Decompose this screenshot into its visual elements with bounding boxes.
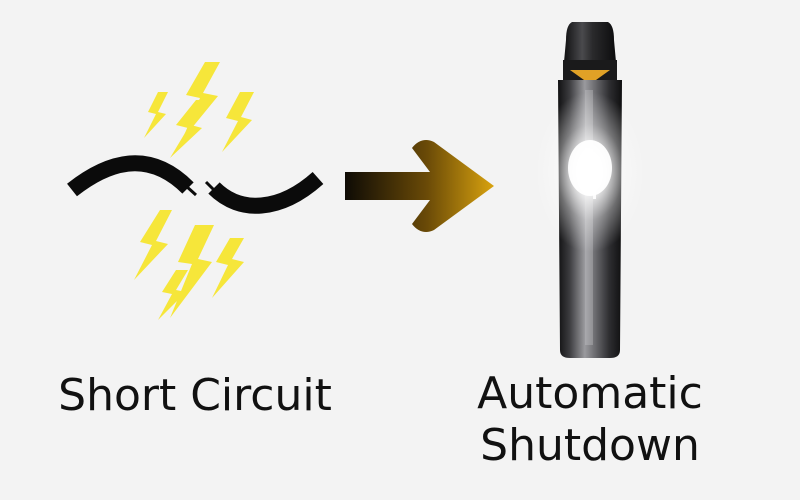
arrow-right-icon <box>345 140 494 232</box>
result-label-line-1: Automatic <box>477 368 703 419</box>
result-label-line-2: Shutdown <box>480 420 700 471</box>
spark-icon <box>134 62 254 320</box>
vape-pen-device-icon <box>535 22 645 358</box>
cause-label: Short Circuit <box>58 370 332 421</box>
broken-wire-spark-icon <box>67 155 324 214</box>
result-label: Automatic Shutdown <box>440 368 740 472</box>
